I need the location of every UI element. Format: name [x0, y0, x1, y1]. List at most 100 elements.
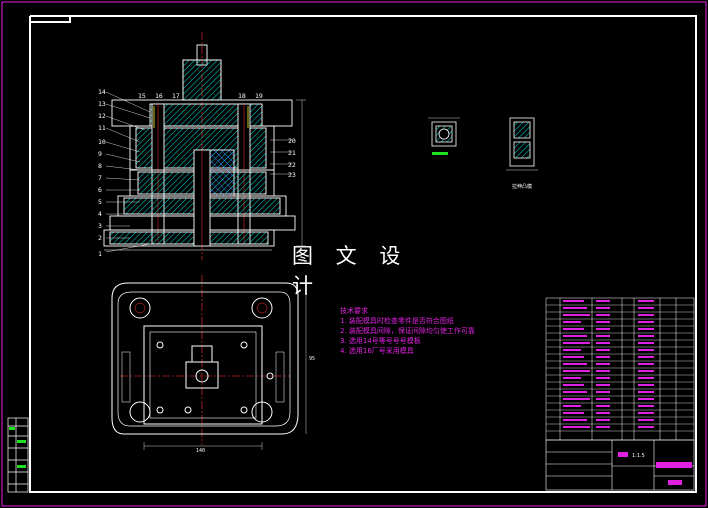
parts-cell-bar	[563, 398, 590, 400]
ref-6: 6	[98, 186, 102, 194]
parts-cell-bar	[638, 419, 654, 421]
parts-cell-bar	[596, 349, 610, 351]
drawing-frame	[29, 15, 697, 493]
parts-cell-bar	[638, 335, 654, 337]
parts-cell-bar	[596, 384, 610, 386]
reference-leaders	[105, 91, 292, 253]
ref-20: 20	[288, 137, 296, 145]
parts-cell-bar	[638, 349, 654, 351]
parts-list	[545, 297, 695, 441]
ref-14: 14	[98, 88, 106, 96]
ref-7: 7	[98, 174, 102, 182]
plan-height-dimension: 95	[309, 356, 315, 362]
parts-cell-bar	[596, 377, 610, 379]
parts-cell-bar	[563, 391, 587, 393]
parts-cell-bar	[596, 342, 610, 344]
title-block	[545, 439, 695, 491]
parts-cell-bar	[563, 349, 581, 351]
parts-cell-bar	[596, 370, 610, 372]
ref-17: 17	[172, 92, 180, 100]
reference-numbers-right: 20 21 22 23	[288, 137, 296, 179]
parts-cell-bar	[596, 321, 610, 323]
ref-3: 3	[98, 222, 102, 230]
parts-cell-bar	[638, 342, 654, 344]
parts-cell-bar	[563, 377, 581, 379]
plan-view	[111, 275, 307, 450]
parts-cell-bar	[563, 300, 584, 302]
technical-note-2: 2. 装配模具间隙，保证间隙均匀使工作可靠	[340, 327, 475, 335]
technical-note-1: 1. 装配模具时检查零件是否符合图纸	[340, 317, 454, 325]
parts-cell-bar	[563, 412, 584, 414]
parts-cell-bar	[596, 363, 610, 365]
parts-cell-bar	[596, 300, 610, 302]
parts-cell-bar	[638, 405, 654, 407]
parts-cell-bar	[596, 307, 610, 309]
parts-cell-bar	[563, 342, 590, 344]
side-index-strip	[7, 417, 29, 493]
parts-cell-bar	[638, 398, 654, 400]
parts-cell-bar	[596, 356, 610, 358]
detail-label: 拉伸凸模	[512, 183, 532, 190]
parts-cell-bar	[596, 412, 610, 414]
parts-cell-bar	[638, 370, 654, 372]
parts-cell-bar	[596, 426, 610, 428]
ref-13: 13	[98, 100, 106, 108]
ref-9: 9	[98, 150, 102, 158]
parts-list-rows	[546, 300, 694, 432]
technical-note-3: 3. 选用14号等号号号模板	[340, 337, 421, 345]
ref-5: 5	[98, 198, 102, 206]
detail-view-2	[506, 117, 538, 171]
ref-15: 15	[138, 92, 146, 100]
parts-cell-bar	[638, 328, 654, 330]
section-height-dimension	[296, 99, 306, 247]
parts-cell-bar	[563, 328, 584, 330]
reference-numbers-left: 14 13 12 11 10 9 8 7 6 5 4 3 2 1	[98, 88, 106, 258]
plan-width-dimension: 140	[196, 448, 205, 454]
parts-cell-bar	[596, 405, 610, 407]
parts-cell-bar	[638, 363, 654, 365]
parts-cell-bar	[563, 384, 584, 386]
ref-19: 19	[255, 92, 263, 100]
parts-cell-bar	[596, 328, 610, 330]
ref-22: 22	[288, 161, 296, 169]
parts-cell-bar	[638, 314, 654, 316]
detail-view-1	[428, 117, 460, 155]
ref-1: 1	[98, 250, 102, 258]
ref-2: 2	[98, 234, 102, 242]
parts-cell-bar	[638, 384, 654, 386]
ref-12: 12	[98, 112, 106, 120]
parts-cell-bar	[638, 356, 654, 358]
parts-cell-bar	[563, 307, 587, 309]
parts-cell-bar	[563, 419, 587, 421]
parts-cell-bar	[638, 321, 654, 323]
parts-cell-bar	[563, 356, 584, 358]
parts-cell-bar	[563, 363, 587, 365]
parts-cell-bar	[563, 405, 581, 407]
parts-cell-bar	[638, 426, 654, 428]
parts-cell-bar	[596, 391, 610, 393]
technical-notes-title: 技术要求	[340, 307, 368, 315]
ref-16: 16	[155, 92, 163, 100]
parts-cell-bar	[638, 391, 654, 393]
parts-cell-bar	[563, 314, 590, 316]
parts-cell-bar	[563, 335, 587, 337]
ref-8: 8	[98, 162, 102, 170]
parts-cell-bar	[563, 426, 590, 428]
scale-value: 1:1.5	[632, 453, 645, 459]
ref-18: 18	[238, 92, 246, 100]
parts-cell-bar	[638, 307, 654, 309]
ref-11: 11	[98, 124, 106, 132]
ref-4: 4	[98, 210, 102, 218]
ref-23: 23	[288, 171, 296, 179]
parts-cell-bar	[596, 314, 610, 316]
parts-cell-bar	[563, 321, 581, 323]
technical-note-4: 4. 选用16厂号采用模具	[340, 347, 414, 355]
watermark: 图 文 设 计	[292, 244, 409, 298]
parts-cell-bar	[638, 412, 654, 414]
parts-cell-bar	[596, 419, 610, 421]
parts-cell-bar	[596, 398, 610, 400]
technical-notes: 技术要求 1. 装配模具时检查零件是否符合图纸 2. 装配模具间隙，保证间隙均匀…	[340, 306, 540, 356]
parts-cell-bar	[596, 335, 610, 337]
